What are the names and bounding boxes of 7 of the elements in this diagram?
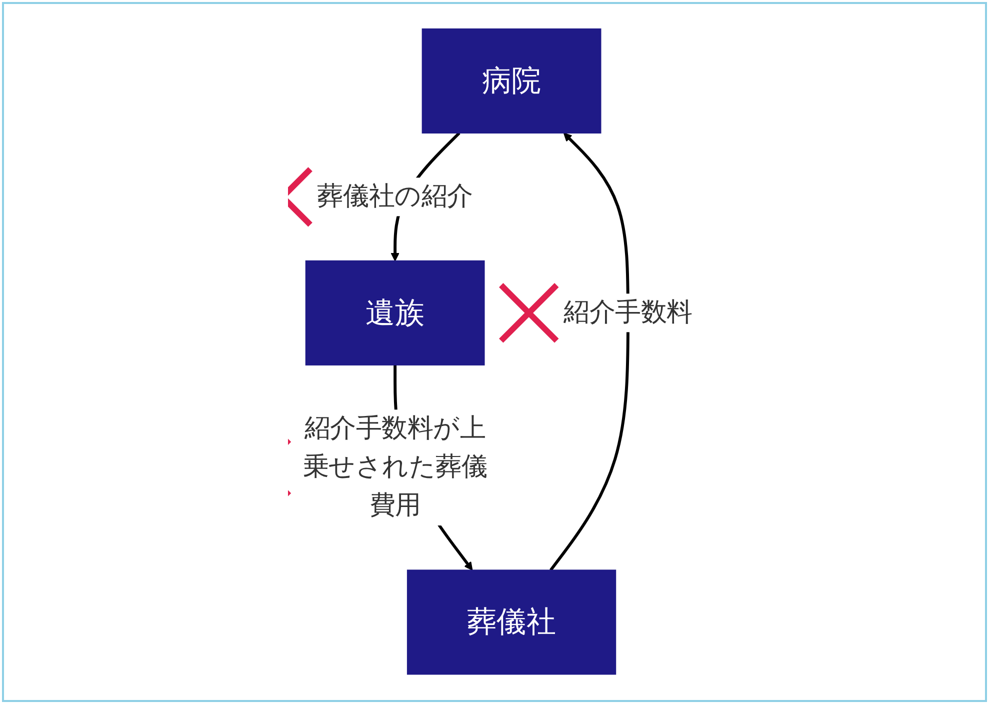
node-box: 葬儀社 bbox=[407, 570, 616, 676]
node-box: 遺族 bbox=[306, 260, 486, 366]
edge-label: 葬儀社の紹介 bbox=[318, 182, 474, 212]
arrow bbox=[550, 133, 630, 572]
edge-label: 紹介手数料 bbox=[564, 298, 693, 328]
node-box: 病院 bbox=[422, 28, 602, 134]
edge-label: 紹介手数料が上乗せされた葬儀費用 bbox=[303, 414, 488, 522]
